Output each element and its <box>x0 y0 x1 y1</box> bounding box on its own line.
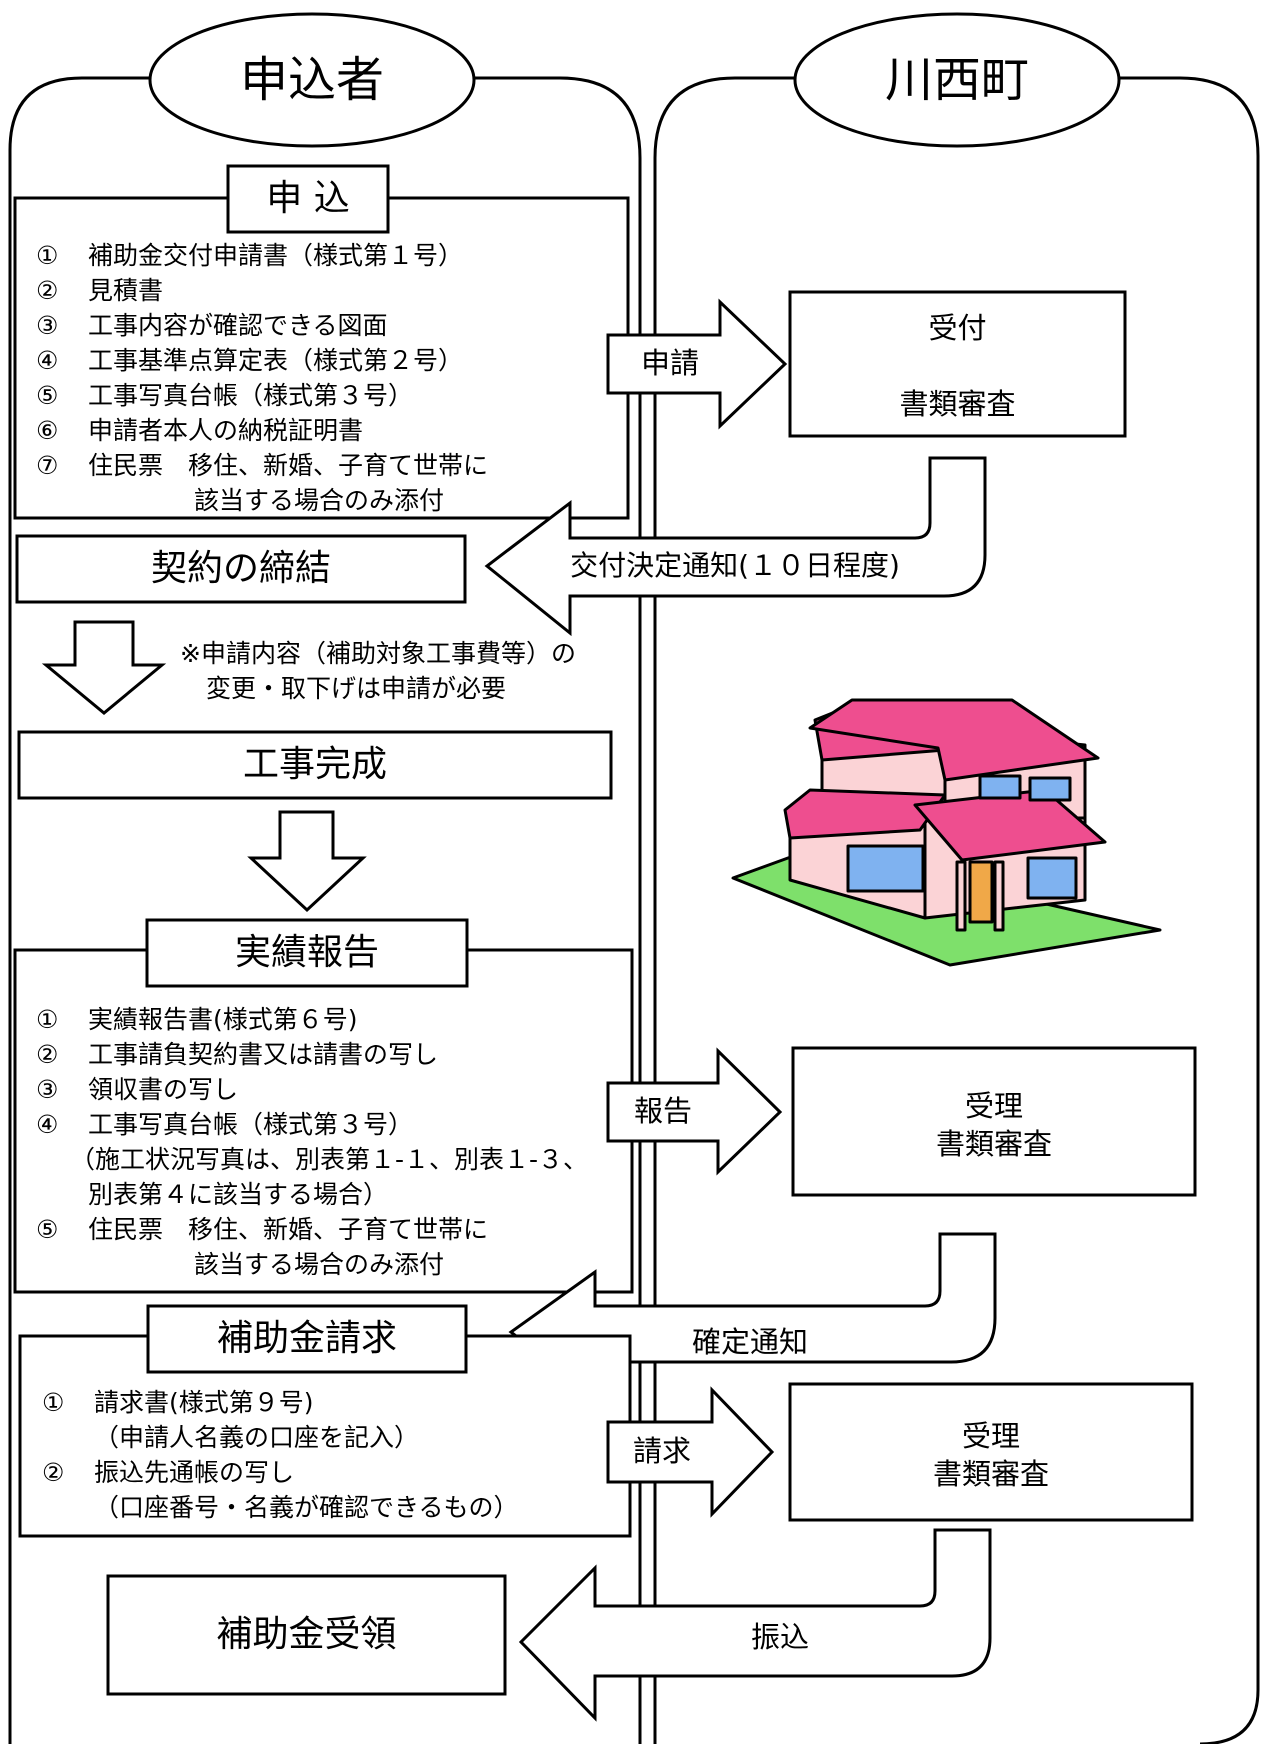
report-title: 実績報告 <box>234 932 379 973</box>
report-arrow <box>606 1047 783 1176</box>
reception2-line2: 書類審査 <box>935 1127 1052 1161</box>
application-title: 申 込 <box>266 178 350 219</box>
claim-title-box <box>146 1304 468 1374</box>
transfer-arrow <box>518 1528 992 1722</box>
confirm-notice-label: 確定通知 <box>691 1325 808 1359</box>
window-upper-2 <box>1028 776 1072 802</box>
decision-arrow <box>484 456 987 637</box>
application-title-box <box>226 164 390 234</box>
reception1-box <box>788 290 1127 438</box>
application-box <box>13 196 630 520</box>
porch-pillar-1 <box>955 860 967 932</box>
claim-item1-cont: （申請人名義の口座を記入） <box>94 1423 420 1452</box>
claim-title: 補助金請求 <box>216 1318 397 1359</box>
reception3-line2: 書類審査 <box>932 1457 1049 1491</box>
receipt-label: 補助金受領 <box>216 1614 397 1655</box>
completion-box <box>17 730 613 800</box>
decision-notice-label: 交付決定通知(１０日程度) <box>570 549 900 582</box>
porch-pillar-2 <box>993 860 1005 932</box>
reception1-line1: 受付 <box>928 311 987 345</box>
applicant-lane <box>8 76 642 1744</box>
claim-arrow <box>606 1386 775 1518</box>
change-note-line1: ※申請内容（補助対象工事費等）の <box>180 639 576 668</box>
house-illustration <box>731 698 1162 967</box>
claim-arrow-label: 請求 <box>632 1434 691 1468</box>
window-upper-1 <box>978 774 1022 800</box>
apply-arrow <box>606 298 788 430</box>
report-title-box <box>145 918 469 988</box>
claim-item2-cont: （口座番号・名義が確認できるもの） <box>94 1493 519 1522</box>
down-arrow-1 <box>41 620 167 715</box>
completion-label: 工事完成 <box>242 744 387 785</box>
reception1-line2: 書類審査 <box>899 387 1016 421</box>
change-note-line2: 変更・取下げは申請が必要 <box>206 674 507 703</box>
report-arrow-label: 報告 <box>633 1094 692 1128</box>
contract-box <box>15 534 467 604</box>
town-lane-title: 川西町 <box>884 52 1029 108</box>
application-item-cont: 該当する場合のみ添付 <box>194 486 445 515</box>
report-item4-cont1: （施工状況写真は、別表第１-１、別表１-３、 <box>70 1145 589 1174</box>
window-ground-right <box>1026 856 1078 900</box>
door <box>968 860 994 924</box>
reception2-line1: 受理 <box>964 1089 1023 1123</box>
applicant-lane-title: 申込者 <box>239 52 384 108</box>
transfer-label: 振込 <box>750 1620 809 1654</box>
town-lane <box>653 76 1260 1744</box>
report-item5-cont: 該当する場合のみ添付 <box>194 1250 445 1279</box>
reception3-line1: 受理 <box>961 1419 1020 1453</box>
contract-label: 契約の締結 <box>150 548 331 589</box>
report-box <box>13 948 634 1294</box>
top-roof <box>808 698 1100 782</box>
applicant-ellipse <box>148 12 476 148</box>
down-arrow-2 <box>247 810 367 913</box>
reception2-box <box>791 1046 1197 1197</box>
apply-arrow-label: 申請 <box>640 346 699 380</box>
receipt-box <box>106 1574 507 1696</box>
report-item4-cont2: 別表第４に該当する場合） <box>88 1180 389 1209</box>
reception3-box <box>788 1382 1194 1522</box>
town-ellipse <box>793 12 1121 148</box>
window-ground-left <box>846 844 925 893</box>
